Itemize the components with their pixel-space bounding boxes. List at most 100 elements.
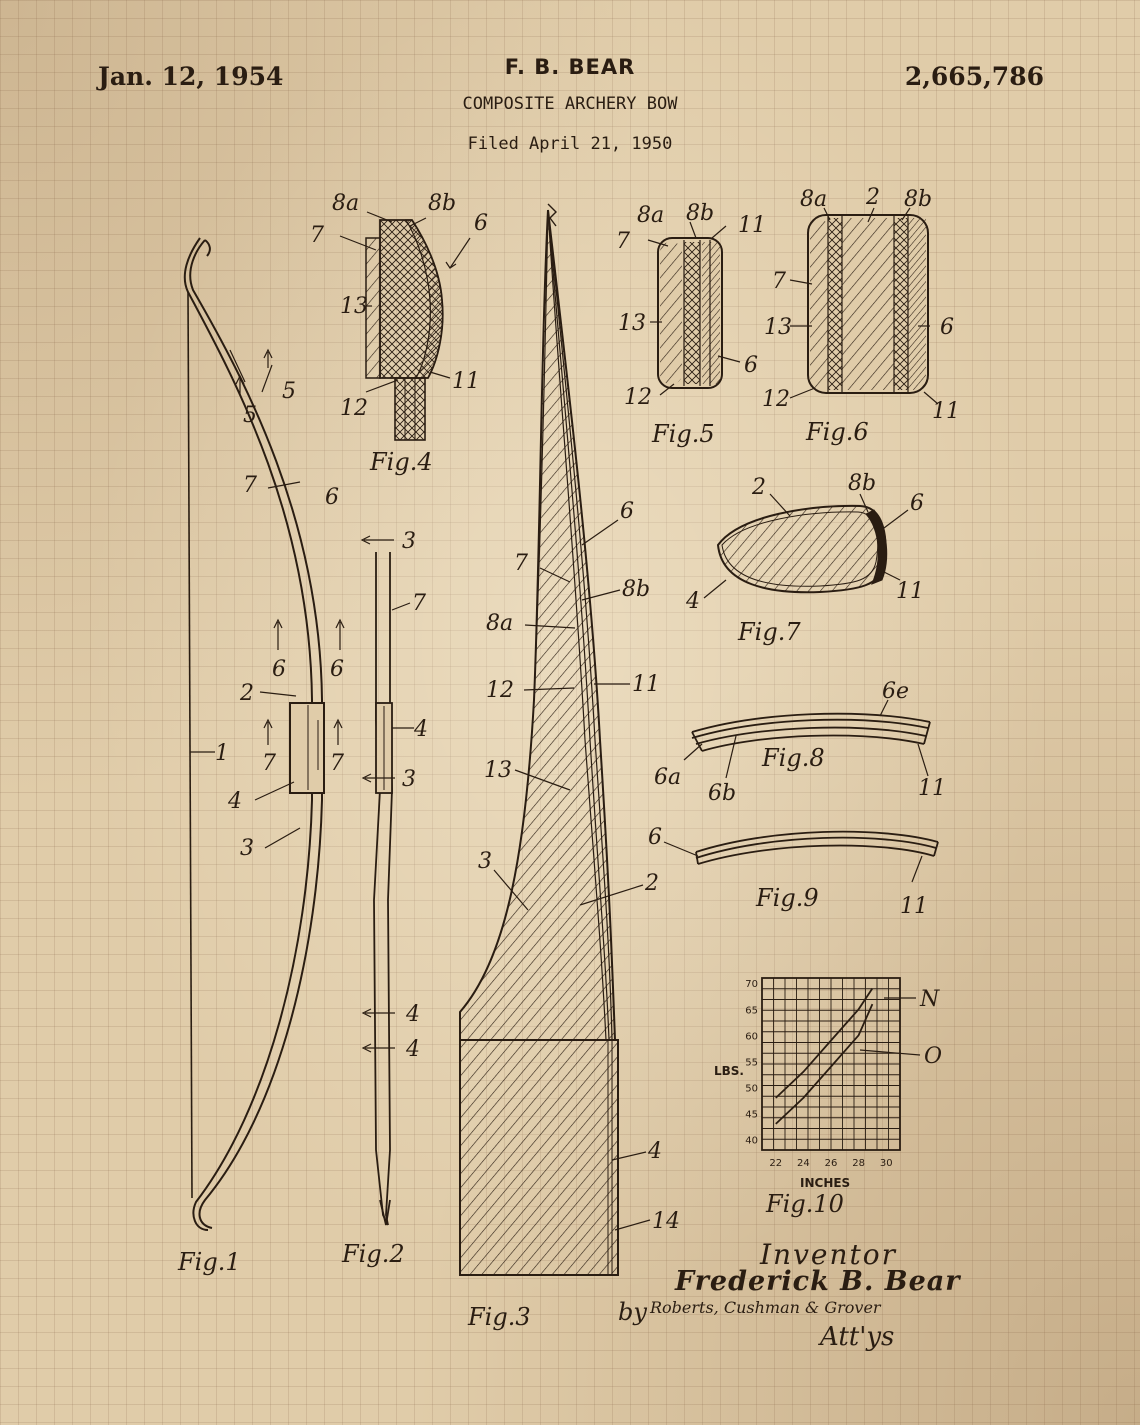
patent-inventor: F. B. BEAR <box>504 55 636 79</box>
graph-xtick-label: 26 <box>825 1158 838 1169</box>
fig5-label: Fig.5 <box>651 420 715 448</box>
fig7-leader-lines <box>703 493 909 599</box>
fig8-ref-11: 11 <box>918 776 946 801</box>
fig1-ref-1: 1 <box>215 741 229 766</box>
fig9-label: Fig.9 <box>755 884 819 912</box>
fig5-ref-13: 13 <box>618 311 646 336</box>
fig1-ref-7: 7 <box>243 473 257 498</box>
fig3-ref-7: 7 <box>514 551 528 576</box>
fig6-ref-13: 13 <box>764 315 792 340</box>
fig3-label: Fig.3 <box>467 1303 531 1331</box>
graph-ytick-label: 50 <box>745 1083 758 1094</box>
fig3-ref-14: 14 <box>652 1209 680 1234</box>
graph-curve-n <box>775 987 874 1099</box>
graph-o-leader <box>859 1049 921 1056</box>
graph-ylabel: LBS. <box>714 1064 744 1078</box>
fig7-label: Fig.7 <box>737 618 801 646</box>
fig3-ref-8a: 8a <box>486 611 513 636</box>
fig2-leader-lines <box>360 535 414 1053</box>
fig1-ref-6: 6 <box>325 485 339 510</box>
fig6-leader-lines <box>789 207 939 405</box>
fig2-ref-7: 7 <box>412 591 426 616</box>
fig4-ref-11: 11 <box>452 369 480 394</box>
fig7-ref-6: 6 <box>910 491 924 516</box>
fig5-section-drawing <box>657 237 723 389</box>
fig1-ref-7-right: 7 <box>330 751 344 776</box>
signature-role: Inventor <box>760 1238 898 1271</box>
patent-number: 2,665,786 <box>904 62 1044 91</box>
fig6-ref-8b: 8b <box>904 187 932 212</box>
fig3-ref-6: 6 <box>620 499 634 524</box>
fig3-leader-lines <box>493 519 651 1231</box>
fig2-ref-4-b: 4 <box>405 1037 420 1062</box>
fig7-section-drawing <box>716 504 888 594</box>
fig8-ref-6e: 6e <box>882 679 909 704</box>
fig9-ref-6: 6 <box>648 825 662 850</box>
fig5-ref-8b: 8b <box>686 201 714 226</box>
fig6-ref-12: 12 <box>762 387 790 412</box>
fig5-ref-7: 7 <box>616 229 630 254</box>
fig5-ref-8a: 8a <box>637 203 664 228</box>
graph-ytick-label: 40 <box>745 1136 758 1147</box>
signature-name: Frederick B. Bear <box>675 1266 961 1297</box>
graph-ytick-label: 45 <box>745 1110 758 1121</box>
signature-attorneys: Att'ys <box>820 1322 895 1352</box>
fig6-ref-6: 6 <box>940 315 954 340</box>
graph-xtick-label: 30 <box>880 1158 893 1169</box>
graph-curve-o-label: O <box>924 1044 942 1069</box>
fig3-ref-12: 12 <box>486 678 514 703</box>
fig3-ref-2: 2 <box>644 871 659 896</box>
fig1-ref-7-left: 7 <box>262 751 276 776</box>
fig3-ref-11: 11 <box>632 672 660 697</box>
fig3-ref-13: 13 <box>484 758 512 783</box>
fig3-ref-8b: 8b <box>622 577 650 602</box>
fig1-ref-6-left: 6 <box>272 657 286 682</box>
fig6-label: Fig.6 <box>805 418 869 446</box>
graph-ytick-label: 55 <box>745 1057 758 1068</box>
fig1-ref-3: 3 <box>240 836 254 861</box>
graph-ytick-label: 70 <box>745 979 758 990</box>
fig4-ref-8b: 8b <box>428 191 456 216</box>
graph-xtick-label: 28 <box>852 1158 865 1169</box>
fig6-ref-8a: 8a <box>800 187 827 212</box>
fig8-leader-lines <box>683 699 929 779</box>
fig1-ref-5a: 5 <box>243 403 257 428</box>
graph-grid <box>761 977 901 1151</box>
graph-xtick-label: 24 <box>797 1158 810 1169</box>
fig8-ref-6a: 6a <box>654 765 681 790</box>
fig5-ref-6: 6 <box>744 353 758 378</box>
fig8-ref-6b: 6b <box>708 781 736 806</box>
fig1-label: Fig.1 <box>177 1248 241 1276</box>
fig9-ref-11: 11 <box>900 894 928 919</box>
graph-curve-n-label: N <box>919 987 940 1012</box>
fig4-leader-lines <box>339 211 471 393</box>
fig10-label: Fig.10 <box>765 1190 844 1218</box>
fig2-ref-3-top: 3 <box>402 529 416 554</box>
fig4-ref-12: 12 <box>340 396 368 421</box>
fig6-ref-2: 2 <box>865 185 880 210</box>
fig6-ref-11: 11 <box>932 399 960 424</box>
fig4-ref-6: 6 <box>474 211 488 236</box>
signature-firm: Roberts, Cushman & Grover <box>650 1298 881 1317</box>
fig3-limb-drawing <box>459 203 619 1276</box>
fig8-label: Fig.8 <box>761 744 825 772</box>
graph-xlabel: INCHES <box>800 1176 850 1190</box>
fig1-ref-5b: 5 <box>282 379 296 404</box>
graph-xtick-label: 22 <box>769 1158 782 1169</box>
fig4-ref-7: 7 <box>310 223 324 248</box>
fig7-ref-8b: 8b <box>848 471 876 496</box>
graph-curves <box>775 987 874 1125</box>
filed-date: Filed April 21, 1950 <box>467 134 673 154</box>
fig2-bow-edge-drawing <box>373 552 393 1226</box>
fig5-leader-lines <box>647 221 741 396</box>
fig1-ref-6-right: 6 <box>330 657 344 682</box>
graph-ytick-label: 60 <box>745 1031 758 1042</box>
fig2-ref-3-mid: 3 <box>402 767 416 792</box>
fig4-ref-8a: 8a <box>332 191 359 216</box>
fig5-ref-12: 12 <box>624 385 652 410</box>
patent-title: COMPOSITE ARCHERY BOW <box>462 94 678 114</box>
fig8-laminations-drawing <box>691 712 931 752</box>
